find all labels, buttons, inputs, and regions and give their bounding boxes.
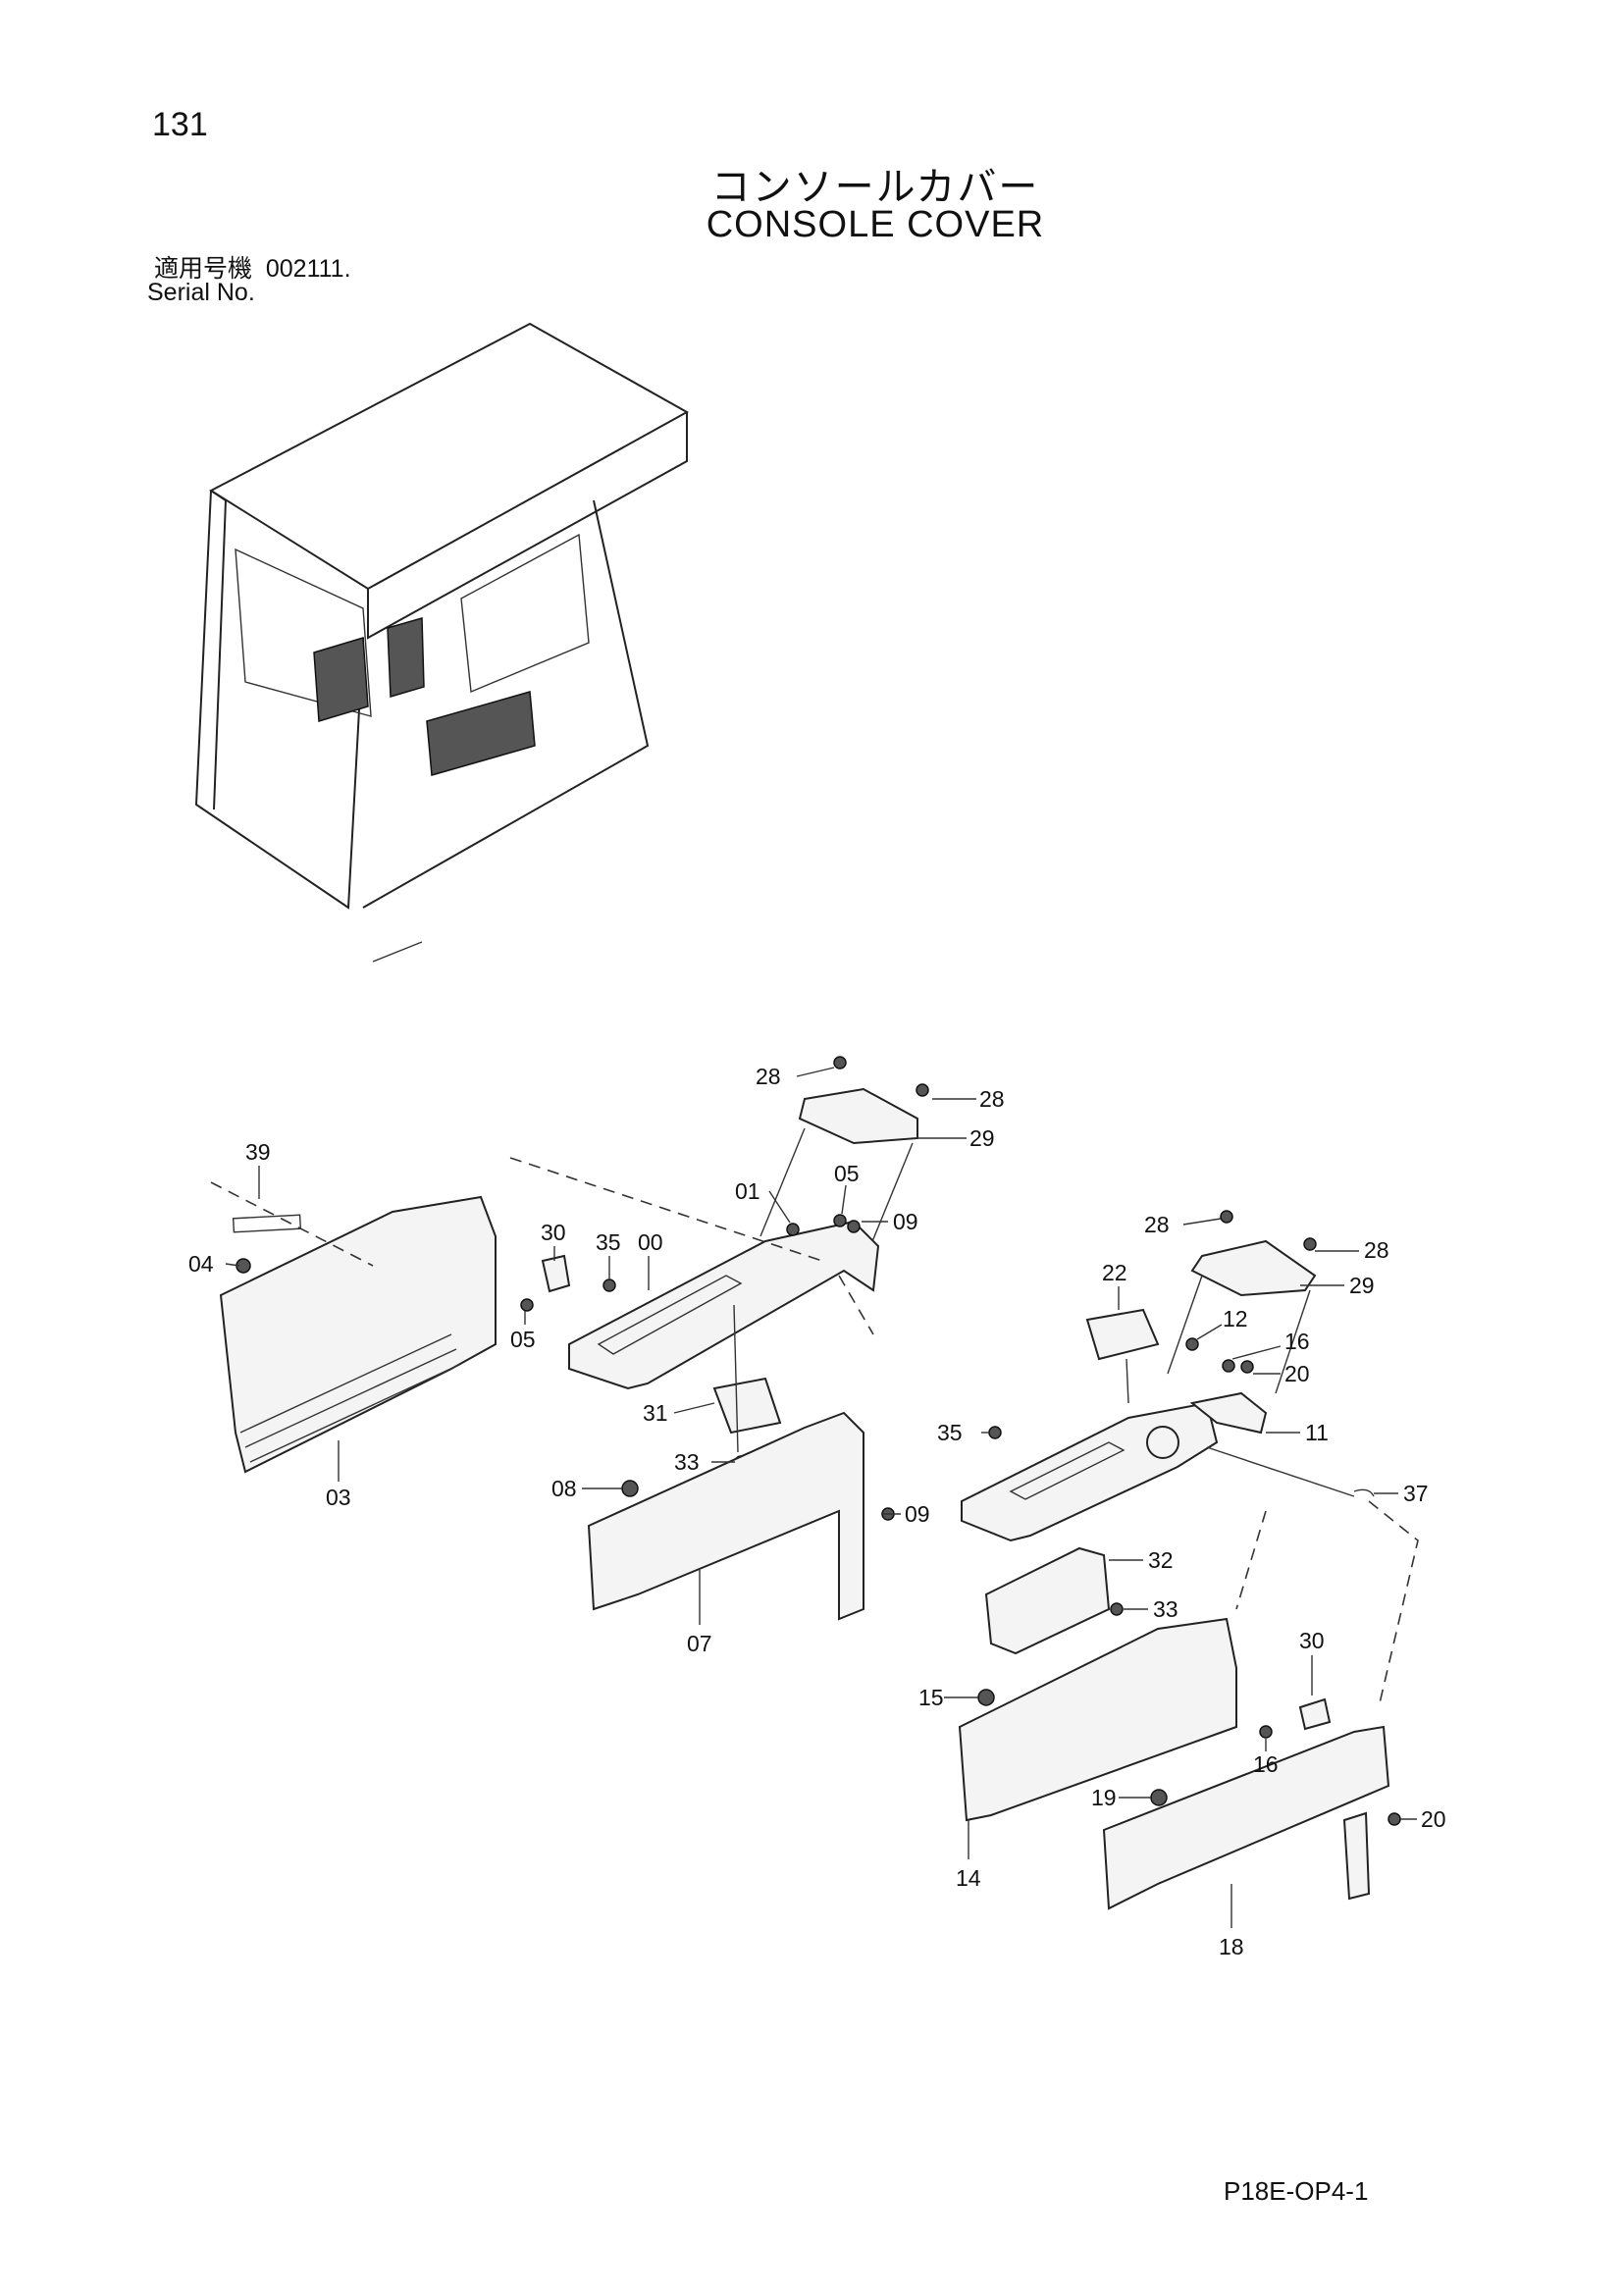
page-number: 131	[152, 106, 208, 143]
callout-11: 11	[1305, 1420, 1329, 1445]
callout-29-left: 29	[969, 1125, 995, 1151]
callout-28-right-b: 28	[1364, 1237, 1389, 1263]
serial-number-block: 適用号機 002111. Serial No.	[147, 255, 351, 306]
callout-33-left: 33	[674, 1449, 700, 1475]
callout-33-right: 33	[1153, 1596, 1178, 1622]
callout-31: 31	[643, 1400, 668, 1426]
callout-09-lower: 09	[905, 1501, 930, 1527]
callout-labels: 28 28 29 01 05 09 39 30 35 00 04 05 03 3…	[188, 1064, 1446, 1959]
callout-14: 14	[956, 1865, 981, 1891]
callout-07: 07	[687, 1631, 712, 1656]
callout-16-top: 16	[1284, 1329, 1310, 1354]
callout-16-lower: 16	[1253, 1751, 1279, 1777]
serial-label-japanese: 適用号機	[153, 255, 252, 283]
callout-05-top: 05	[834, 1161, 860, 1186]
drawing-code: P18E-OP4-1	[1224, 2176, 1369, 2206]
callout-05-side: 05	[510, 1327, 536, 1352]
callout-19: 19	[1091, 1785, 1117, 1810]
callout-35-left: 35	[596, 1229, 621, 1255]
page-title-japanese: コンソールカバー	[710, 165, 1040, 210]
callout-28-left-b: 28	[979, 1086, 1005, 1112]
callout-15: 15	[918, 1685, 944, 1710]
callout-30-left: 30	[541, 1220, 566, 1245]
callout-08: 08	[551, 1476, 577, 1501]
callout-37: 37	[1403, 1481, 1429, 1506]
leader-lines	[225, 1067, 1417, 1928]
page-title-english: CONSOLE COVER	[706, 204, 1045, 245]
serial-value: 002111.	[265, 255, 351, 283]
right-console-assembly	[958, 1210, 1419, 1910]
callout-03: 03	[326, 1485, 351, 1510]
left-console-assembly	[210, 1056, 929, 1621]
callout-39: 39	[245, 1139, 271, 1165]
callout-00: 00	[638, 1229, 663, 1255]
callout-22: 22	[1102, 1260, 1127, 1285]
callout-28-left-a: 28	[756, 1064, 781, 1089]
cab-overview-illustration	[194, 322, 690, 963]
callout-29-right: 29	[1349, 1273, 1375, 1298]
callout-35-right: 35	[937, 1420, 963, 1445]
callout-30-right: 30	[1299, 1628, 1325, 1653]
serial-label-english: Serial No.	[147, 279, 255, 306]
callout-12: 12	[1223, 1306, 1248, 1331]
callout-20-lower: 20	[1421, 1806, 1446, 1832]
callout-20-top: 20	[1284, 1361, 1310, 1386]
callout-28-right-a: 28	[1144, 1212, 1170, 1237]
callout-04: 04	[188, 1251, 214, 1277]
callout-32: 32	[1148, 1547, 1174, 1573]
callout-01: 01	[735, 1178, 760, 1204]
callout-09-top: 09	[893, 1209, 918, 1234]
callout-18: 18	[1219, 1934, 1244, 1959]
